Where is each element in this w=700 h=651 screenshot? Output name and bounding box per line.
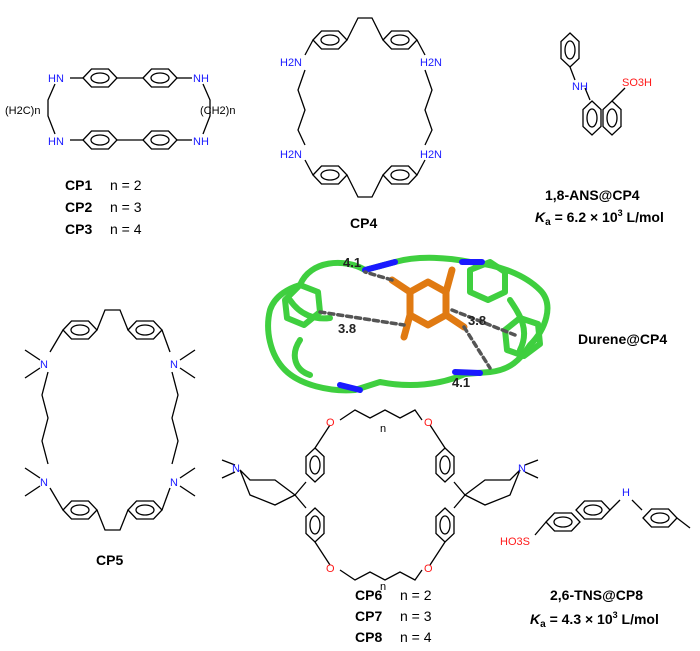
cp678-o-top-right: O bbox=[424, 417, 433, 429]
cp5-n-top-right: N bbox=[170, 359, 178, 371]
tns-nh: H bbox=[622, 487, 630, 499]
durene-complex-label: Durene@CP4 bbox=[578, 331, 667, 347]
cp4-structure: H2N H2N H2N H2N bbox=[280, 17, 442, 198]
cp3-label: CP3 bbox=[65, 221, 92, 237]
cp5-n-top-left: N bbox=[40, 359, 48, 371]
cp2-n-value: n = 3 bbox=[110, 199, 142, 215]
ans-ka-unit: L/mol bbox=[623, 209, 664, 225]
cp678-n-sub-bottom: n bbox=[380, 581, 386, 593]
ans-ka-symbol: K bbox=[535, 209, 546, 225]
tns-ka-sub: a bbox=[540, 619, 546, 630]
cp6-label: CP6 bbox=[355, 587, 382, 603]
cp5-structure: N N N N bbox=[24, 309, 196, 531]
cp678-structure: O O O O N N n n bbox=[221, 409, 539, 593]
ans-structure: NH SO3H bbox=[560, 32, 652, 136]
cp678-o-bottom-right: O bbox=[424, 563, 433, 575]
cp6-n-value: n = 2 bbox=[400, 587, 432, 603]
tns-ka-symbol: K bbox=[530, 611, 541, 627]
cp123-nh-top-left: HN bbox=[48, 73, 64, 85]
durene-distances: 4.1 3.8 3.8 4.1 bbox=[338, 255, 486, 390]
ans-nh: NH bbox=[572, 81, 588, 93]
cp678-n-left: N bbox=[232, 463, 240, 475]
distance-label-2: 3.8 bbox=[338, 321, 356, 336]
cp123-nh-bottom-right: NH bbox=[193, 136, 209, 148]
cp8-label: CP8 bbox=[355, 629, 382, 645]
cp1-label: CP1 bbox=[65, 177, 92, 193]
cp4-nh2-top-right: H2N bbox=[420, 57, 442, 69]
cp4-nh2-bottom-right: H2N bbox=[420, 149, 442, 161]
cp4-label: CP4 bbox=[350, 215, 377, 231]
ans-complex-label: 1,8-ANS@CP4 bbox=[545, 187, 640, 203]
cp1-n-value: n = 2 bbox=[110, 177, 142, 193]
cp678-n-right: N bbox=[518, 463, 526, 475]
ans-ka-value: = 6.2 × 10 bbox=[551, 209, 618, 225]
tns-complex-label: 2,6-TNS@CP8 bbox=[550, 587, 643, 603]
cp678-labels: CP6 n = 2 CP7 n = 3 CP8 n = 4 bbox=[355, 587, 432, 645]
cp4-nh2-top-left: H2N bbox=[280, 57, 302, 69]
distance-label-1: 4.1 bbox=[343, 255, 361, 270]
cp7-n-value: n = 3 bbox=[400, 608, 432, 624]
tns-ka-exp: 3 bbox=[613, 610, 618, 620]
cp123-structure: HN NH HN NH (H2C)n (CH2)n bbox=[5, 68, 235, 150]
tns-so3h: HO3S bbox=[500, 536, 530, 548]
distance-label-4: 4.1 bbox=[452, 375, 470, 390]
tns-ka: Ka = 4.3 × 103 L/mol bbox=[530, 610, 659, 630]
cp123-labels: CP1 n = 2 CP2 n = 3 CP3 n = 4 bbox=[65, 177, 142, 237]
cp5-label: CP5 bbox=[96, 552, 123, 568]
ans-so3h: SO3H bbox=[622, 77, 652, 89]
cp123-nh-bottom-left: HN bbox=[48, 136, 64, 148]
cp123-ch2-right: (CH2)n bbox=[200, 105, 235, 117]
cp123-ch2-left: (H2C)n bbox=[5, 105, 40, 117]
durene-cp4-model bbox=[265, 254, 551, 394]
ans-ka-sub: a bbox=[545, 217, 551, 228]
tns-structure: H HO3S bbox=[500, 487, 691, 548]
cp5-n-bottom-left: N bbox=[40, 477, 48, 489]
cp7-label: CP7 bbox=[355, 608, 382, 624]
ans-ka: Ka = 6.2 × 103 L/mol bbox=[535, 208, 664, 228]
cp2-label: CP2 bbox=[65, 199, 92, 215]
distance-label-3: 3.8 bbox=[468, 313, 486, 328]
cp8-n-value: n = 4 bbox=[400, 629, 432, 645]
cp5-n-bottom-right: N bbox=[170, 477, 178, 489]
tns-ka-unit: L/mol bbox=[618, 611, 659, 627]
cp123-nh-top-right: NH bbox=[193, 73, 209, 85]
cp678-o-bottom-left: O bbox=[326, 563, 335, 575]
ans-ka-exp: 3 bbox=[618, 208, 623, 218]
cp678-n-sub-top: n bbox=[380, 423, 386, 435]
cp4-nh2-bottom-left: H2N bbox=[280, 149, 302, 161]
tns-ka-value: = 4.3 × 10 bbox=[546, 611, 613, 627]
cp3-n-value: n = 4 bbox=[110, 221, 142, 237]
cp678-o-top-left: O bbox=[326, 417, 335, 429]
